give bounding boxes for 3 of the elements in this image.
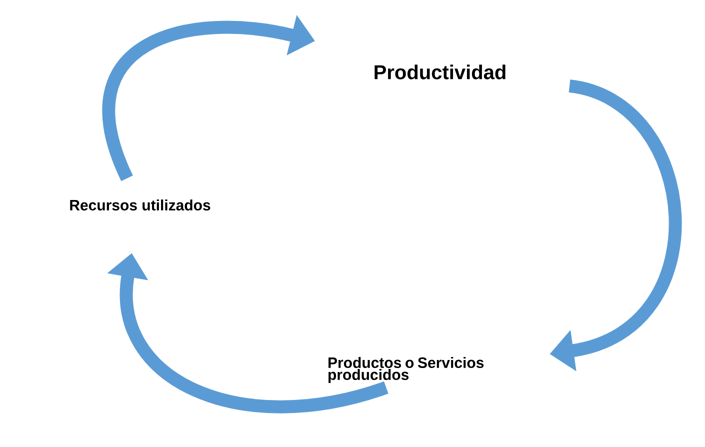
node-label: Productos o Servicios producidos — [328, 357, 484, 383]
node-label: Recursos utilizados — [70, 200, 210, 210]
node-label: Productividad — [374, 64, 506, 80]
